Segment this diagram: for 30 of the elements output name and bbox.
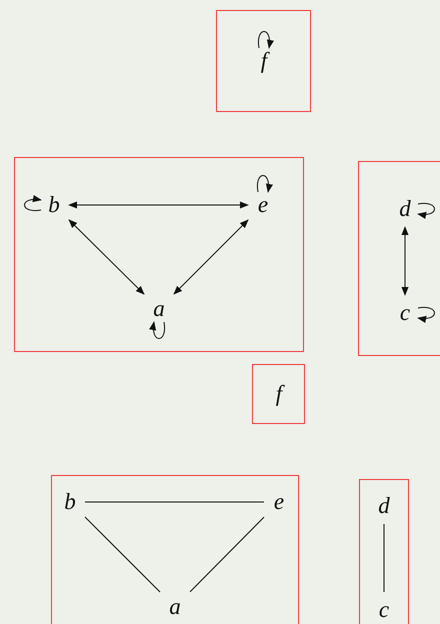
self-loop-arrow	[417, 306, 435, 322]
frame-box	[252, 364, 305, 424]
frame-box	[216, 10, 311, 112]
node-label: f	[255, 49, 273, 73]
arrow	[173, 219, 249, 295]
node-label: a	[166, 595, 184, 619]
node-label: b	[45, 193, 63, 217]
node-label: d	[396, 197, 414, 221]
arrow	[68, 219, 145, 295]
connector-line	[190, 516, 264, 592]
arrow	[68, 201, 249, 209]
arrow	[401, 226, 409, 296]
frame-box	[358, 161, 440, 356]
self-loop-arrow	[24, 196, 42, 212]
self-loop-arrow	[258, 31, 274, 49]
self-loop-arrow	[256, 175, 272, 193]
node-label: d	[375, 494, 393, 518]
node-label: b	[61, 490, 79, 514]
node-label: c	[396, 301, 414, 325]
node-label: c	[375, 598, 393, 622]
frame-box	[14, 157, 304, 352]
self-loop-arrow	[417, 202, 435, 218]
node-label: f	[270, 382, 288, 406]
node-label: a	[150, 297, 168, 321]
frame-box	[359, 479, 409, 624]
self-loop-arrow	[150, 321, 166, 339]
connector-line	[84, 516, 160, 592]
frame-box	[51, 475, 299, 624]
node-label: e	[270, 490, 288, 514]
node-label: e	[254, 193, 272, 217]
